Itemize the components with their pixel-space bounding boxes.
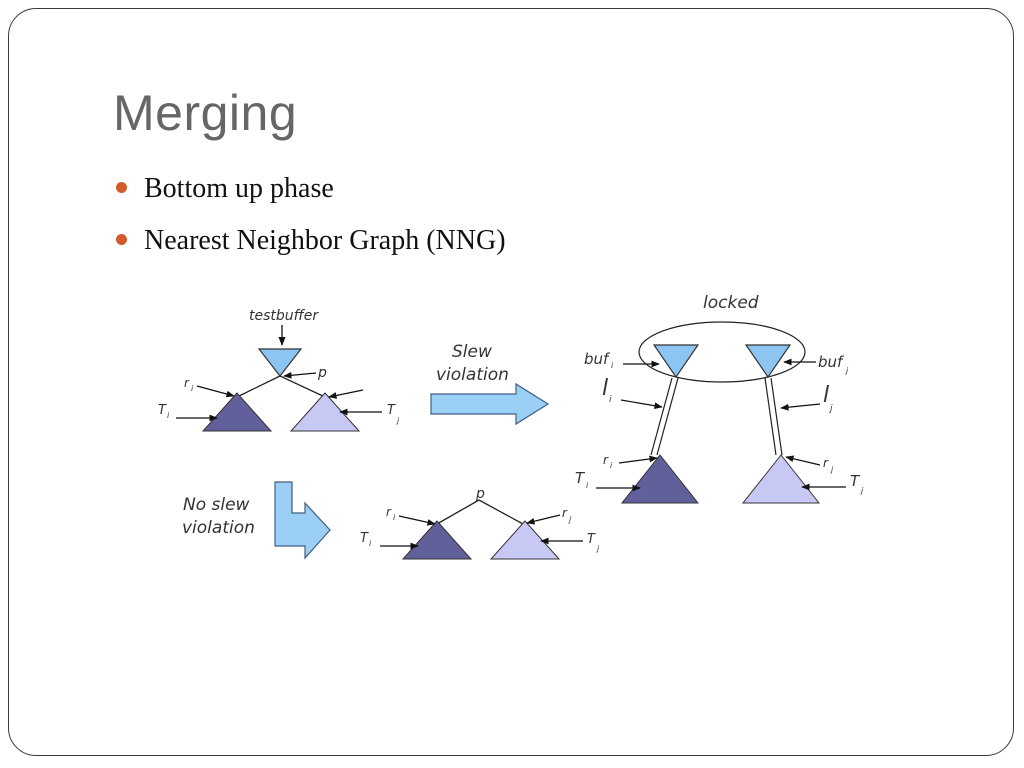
label-p: p	[317, 365, 327, 381]
label-T: T	[850, 472, 861, 490]
arrow-lj	[780, 403, 821, 411]
diagram-initial: testbuffer p r i T i T j	[158, 308, 400, 432]
bullet-dot-icon	[116, 182, 127, 193]
bullet-text: Bottom up phase	[144, 173, 334, 204]
label-p: p	[475, 486, 485, 502]
label-sub-i: i	[611, 361, 614, 370]
diagram-locked: locked buf i buf j l i l j r i T i r j T	[575, 293, 864, 504]
subtree-ti	[620, 454, 700, 504]
edge-left	[236, 375, 281, 398]
label-T: T	[575, 469, 586, 487]
label-sub-i: i	[393, 513, 396, 522]
slew-violation-arrow-group: Slew violation	[430, 342, 550, 426]
edge-left	[436, 499, 480, 525]
label-sub-i: i	[191, 384, 194, 393]
label-r: r	[603, 453, 609, 467]
label-locked: locked	[703, 293, 759, 313]
arrow-ri	[196, 385, 235, 398]
subtree-ti	[201, 392, 273, 432]
label-testbuffer: testbuffer	[249, 308, 319, 324]
wire-li-a	[650, 377, 673, 456]
bullet-list: Bottom up phase Nearest Neighbor Graph (…	[114, 168, 506, 272]
wire-lj-b	[770, 377, 783, 456]
label-T: T	[387, 403, 396, 418]
wire-li-b	[656, 377, 679, 456]
arrow-rj	[785, 455, 821, 466]
label-l: l	[823, 383, 829, 408]
arrow-p	[283, 371, 317, 379]
label-sub-j: j	[396, 416, 400, 425]
label-sub-i: i	[586, 481, 589, 490]
slide-frame	[8, 8, 1014, 756]
right-arrow-icon	[430, 382, 550, 426]
label-sub-i: i	[167, 411, 170, 420]
label-sub-j: j	[596, 544, 600, 553]
buffer-triangle-test	[257, 348, 303, 377]
label-sub-j: j	[845, 366, 849, 375]
arrow-rj	[526, 514, 561, 525]
label-sub-j: j	[828, 404, 833, 414]
label-noslew-line2: violation	[182, 518, 255, 538]
label-sub-j: j	[568, 515, 572, 524]
label-slew-line1: Slew	[452, 342, 492, 362]
label-r: r	[562, 506, 568, 520]
diagram-merged: p r i T i r j T j	[360, 486, 600, 560]
edge-right	[279, 375, 326, 398]
slide-title: Merging	[113, 85, 298, 141]
label-r: r	[184, 376, 190, 390]
label-T: T	[587, 532, 596, 547]
arrow-ri	[618, 455, 658, 464]
label-sub-i: i	[610, 461, 613, 470]
bullet-item-bottom-up: Bottom up phase	[114, 168, 506, 220]
bullet-text: Nearest Neighbor Graph (NNG)	[144, 225, 506, 256]
arrow-ri	[398, 515, 436, 526]
bullet-item-nng: Nearest Neighbor Graph (NNG)	[114, 220, 506, 272]
subtree-ti	[401, 520, 473, 560]
label-T: T	[158, 403, 167, 418]
label-buf: buf	[584, 350, 611, 368]
wire-lj-a	[764, 377, 777, 456]
edge-right	[478, 499, 524, 525]
label-sub-j: j	[830, 465, 834, 474]
label-buf: buf	[818, 353, 845, 371]
arrow-li	[620, 399, 663, 410]
label-r: r	[386, 505, 392, 519]
subtree-tj	[741, 454, 821, 504]
label-slew-line2: violation	[436, 365, 509, 385]
label-sub-j: j	[860, 486, 864, 495]
buffer-triangle-j	[744, 344, 792, 379]
subtree-tj	[489, 520, 561, 560]
label-noslew-line1: No slew	[183, 495, 250, 515]
bent-arrow-icon	[274, 481, 331, 560]
label-sub-i: i	[369, 539, 372, 548]
buffer-triangle-i	[652, 344, 700, 379]
locked-ellipse	[638, 321, 806, 383]
arrow-rj	[328, 389, 364, 399]
no-slew-arrow-group: No slew violation	[182, 481, 331, 560]
bullet-dot-icon	[116, 234, 127, 245]
label-l: l	[602, 376, 608, 401]
label-T: T	[360, 531, 369, 546]
label-sub-i: i	[609, 395, 612, 405]
label-r: r	[823, 456, 829, 470]
